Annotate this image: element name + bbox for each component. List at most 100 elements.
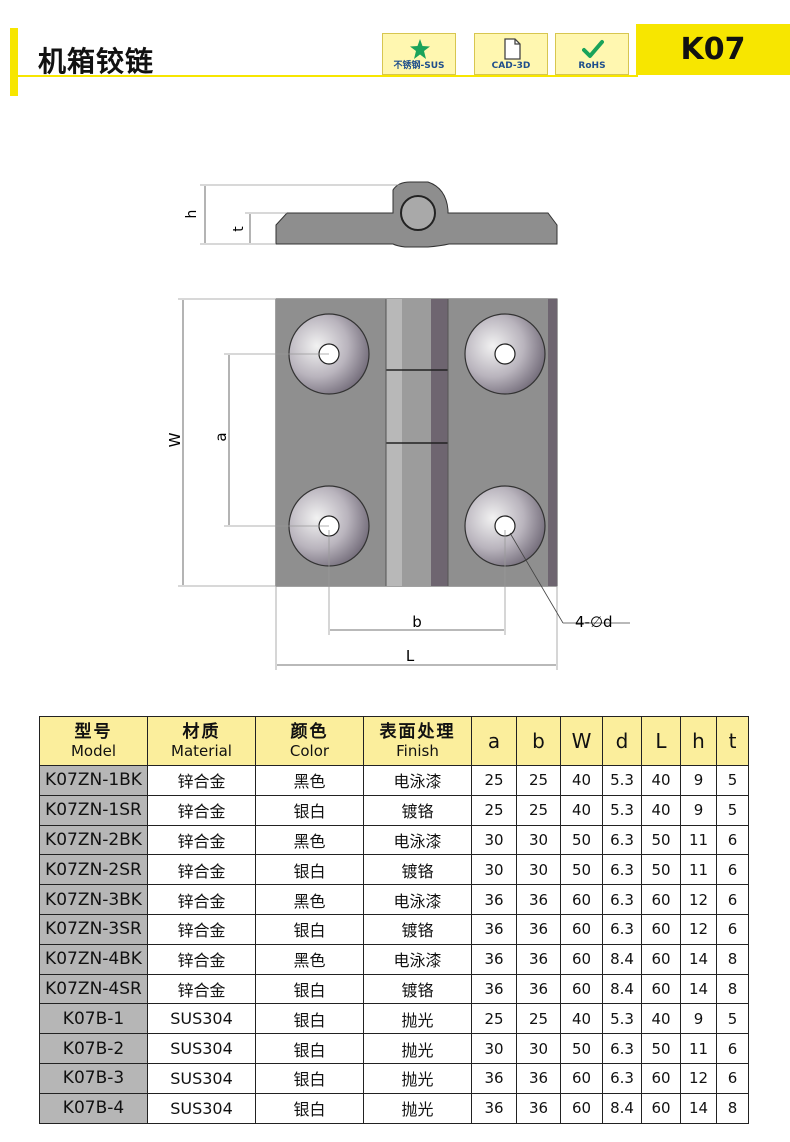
cell-W: 40 xyxy=(560,765,603,796)
cell-h: 12 xyxy=(680,884,717,915)
cell-material: 锌合金 xyxy=(147,884,256,915)
cell-L: 60 xyxy=(641,973,681,1005)
dimension-h: h xyxy=(184,210,200,219)
col-b: b xyxy=(516,716,561,766)
cell-a: 36 xyxy=(471,1062,517,1094)
cell-W: 60 xyxy=(560,973,603,1005)
col-a: a xyxy=(471,716,517,766)
cell-h: 9 xyxy=(680,1003,717,1035)
cell-finish: 镀铬 xyxy=(363,854,472,886)
cell-h: 14 xyxy=(680,943,717,975)
cell-a: 36 xyxy=(471,943,517,975)
cell-model: K07ZN-2SR xyxy=(39,854,148,886)
cell-model: K07ZN-3SR xyxy=(39,913,148,945)
document-icon xyxy=(504,38,521,60)
cell-a: 30 xyxy=(471,854,517,886)
cell-h: 12 xyxy=(680,913,717,945)
header-underline xyxy=(18,75,638,77)
cell-d: 5.3 xyxy=(602,765,642,796)
cell-t: 6 xyxy=(716,913,749,945)
cell-material: 锌合金 xyxy=(147,943,256,975)
cell-h: 14 xyxy=(680,973,717,1005)
cell-h: 9 xyxy=(680,794,717,826)
cad-3d-badge: CAD-3D xyxy=(474,33,548,75)
cell-finish: 电泳漆 xyxy=(363,943,472,975)
cell-finish: 抛光 xyxy=(363,1092,472,1124)
cell-model: K07ZN-3BK xyxy=(39,884,148,915)
cell-material: 锌合金 xyxy=(147,913,256,945)
cell-t: 6 xyxy=(716,1033,749,1064)
cell-a: 30 xyxy=(471,824,517,856)
cell-color: 黑色 xyxy=(255,765,364,796)
col-d: d xyxy=(602,716,642,766)
cell-material: SUS304 xyxy=(147,1062,256,1094)
cell-L: 60 xyxy=(641,1092,681,1124)
cell-color: 银白 xyxy=(255,1003,364,1035)
cell-material: SUS304 xyxy=(147,1033,256,1064)
cell-b: 30 xyxy=(516,824,561,856)
cell-b: 36 xyxy=(516,913,561,945)
cell-L: 50 xyxy=(641,854,681,886)
front-view: W a b L 4-∅d xyxy=(166,298,630,670)
dimension-L: L xyxy=(406,647,415,665)
cell-a: 36 xyxy=(471,973,517,1005)
stainless-steel-badge: 不锈钢-SUS xyxy=(382,33,456,75)
cell-d: 6.3 xyxy=(602,854,642,886)
page-title: 机箱铰链 xyxy=(38,45,155,78)
cell-model: K07B-2 xyxy=(39,1033,148,1064)
cell-W: 40 xyxy=(560,1003,603,1035)
cell-finish: 电泳漆 xyxy=(363,884,472,915)
cell-b: 30 xyxy=(516,1033,561,1064)
cell-t: 8 xyxy=(716,943,749,975)
col-L: L xyxy=(641,716,681,766)
cell-L: 40 xyxy=(641,1003,681,1035)
cell-h: 14 xyxy=(680,1092,717,1124)
cell-color: 黑色 xyxy=(255,884,364,915)
cell-color: 银白 xyxy=(255,913,364,945)
dimension-W: W xyxy=(166,432,184,447)
cell-finish: 镀铬 xyxy=(363,913,472,945)
hinge-drawing: h t W xyxy=(166,181,630,670)
cell-L: 60 xyxy=(641,943,681,975)
badge-label: RoHS xyxy=(578,61,606,71)
dimension-t: t xyxy=(231,226,247,232)
cell-color: 银白 xyxy=(255,973,364,1005)
cell-d: 6.3 xyxy=(602,824,642,856)
cell-a: 36 xyxy=(471,884,517,915)
cell-color: 黑色 xyxy=(255,824,364,856)
cell-d: 6.3 xyxy=(602,884,642,915)
cell-d: 8.4 xyxy=(602,943,642,975)
cell-model: K07ZN-4SR xyxy=(39,973,148,1005)
cell-h: 9 xyxy=(680,765,717,796)
header-accent-bar xyxy=(10,28,18,96)
cell-a: 36 xyxy=(471,913,517,945)
col-h: h xyxy=(680,716,717,766)
cell-color: 银白 xyxy=(255,794,364,826)
cell-d: 5.3 xyxy=(602,1003,642,1035)
cell-model: K07ZN-2BK xyxy=(39,824,148,856)
cell-h: 11 xyxy=(680,854,717,886)
cell-W: 60 xyxy=(560,943,603,975)
cell-material: SUS304 xyxy=(147,1092,256,1124)
cell-model: K07ZN-1BK xyxy=(39,765,148,796)
cell-finish: 抛光 xyxy=(363,1003,472,1035)
cell-W: 50 xyxy=(560,854,603,886)
cell-L: 60 xyxy=(641,884,681,915)
cell-material: 锌合金 xyxy=(147,973,256,1005)
col-W: W xyxy=(560,716,603,766)
cell-W: 50 xyxy=(560,824,603,856)
cell-t: 8 xyxy=(716,1092,749,1124)
cell-b: 30 xyxy=(516,854,561,886)
cell-b: 25 xyxy=(516,765,561,796)
cell-L: 60 xyxy=(641,913,681,945)
cell-W: 50 xyxy=(560,1033,603,1064)
